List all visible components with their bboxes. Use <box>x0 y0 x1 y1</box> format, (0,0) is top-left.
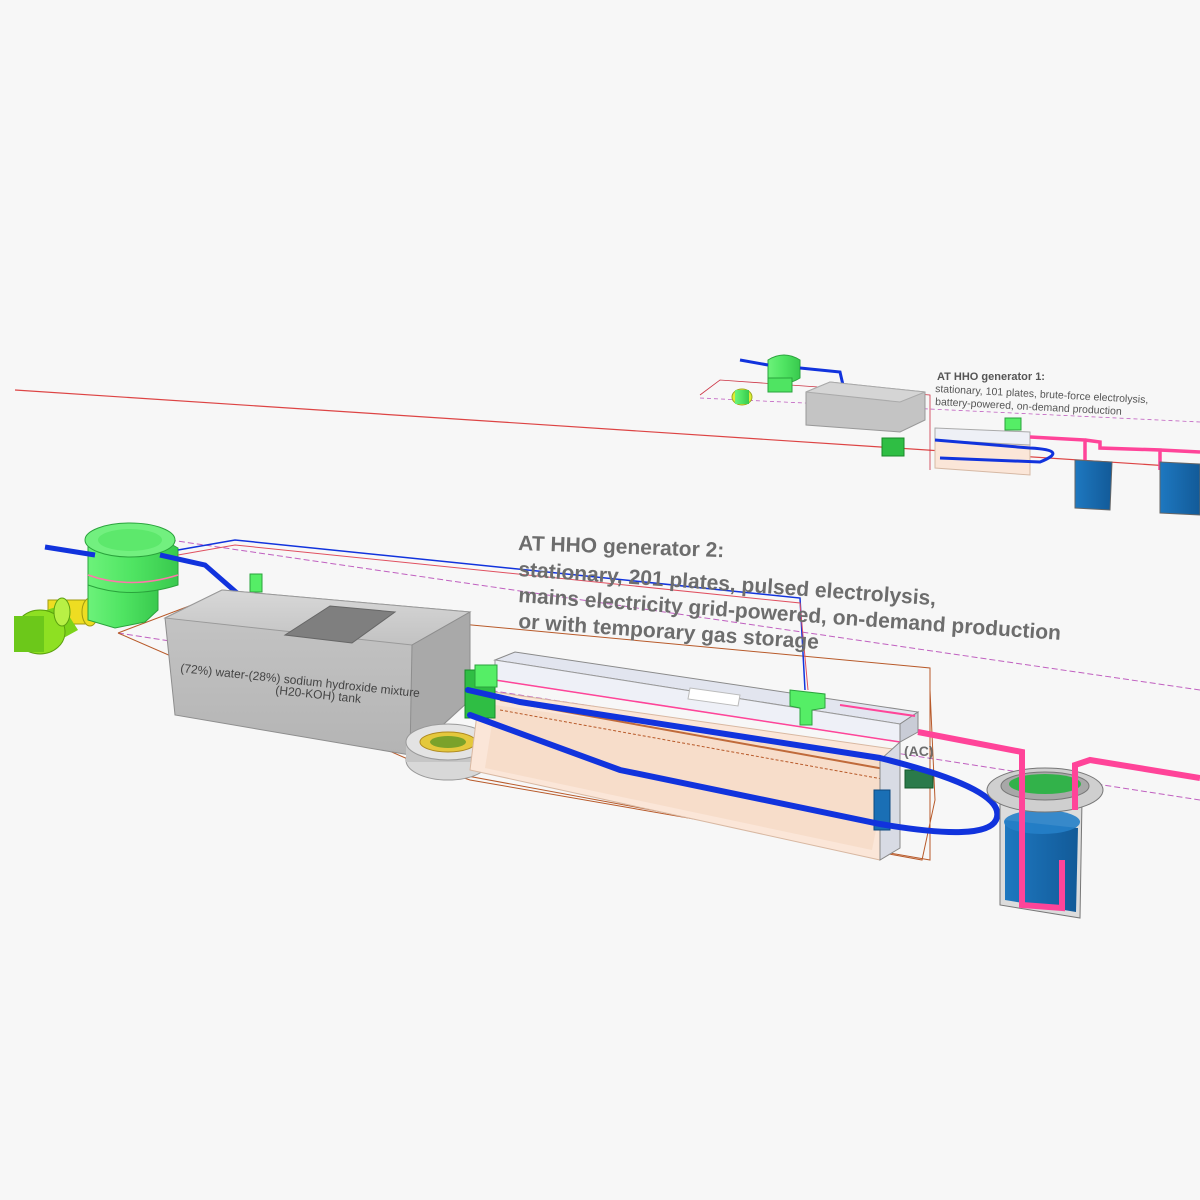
generator-1-assembly: AT HHO generator 1: stationary, 101 plat… <box>731 354 1200 516</box>
svg-text:AT HHO generator 2:: AT HHO generator 2: <box>518 532 725 562</box>
generator-2-title-block: AT HHO generator 2: stationary, 201 plat… <box>518 532 1062 654</box>
generator-1-title: AT HHO generator 1: <box>937 371 1045 383</box>
generator-2-water-inlet-pipe <box>44 544 96 558</box>
generator-2-gas-outlet <box>789 689 826 726</box>
generator-1-bubbler-2 <box>1159 461 1200 516</box>
generator-2-valve <box>249 573 263 593</box>
generator-2-pump <box>14 597 99 655</box>
generator-2-assembly: (72%) water-(28%) sodium hydroxide mixtu… <box>14 522 1200 919</box>
generator-1-connector <box>881 437 905 457</box>
generator-2-reservoir <box>84 522 179 629</box>
generator-2-electrolyte-tank: (72%) water-(28%) sodium hydroxide mixtu… <box>163 589 472 757</box>
svg-text:AT HHO generator 1:: AT HHO generator 1: <box>937 371 1045 383</box>
generator-2-electrolyzer-cell <box>469 651 934 861</box>
generator-1-bubbler <box>1074 459 1113 511</box>
generator-2-recirculation-pipe <box>465 687 1001 836</box>
ac-power-label: (AC) <box>904 743 934 759</box>
generator-2-filter-dish <box>405 723 491 781</box>
generator-2-title: AT HHO generator 2: <box>518 532 725 562</box>
generator-1-gas-pipe <box>1029 435 1200 470</box>
generator-2-bubbler <box>986 752 1104 919</box>
